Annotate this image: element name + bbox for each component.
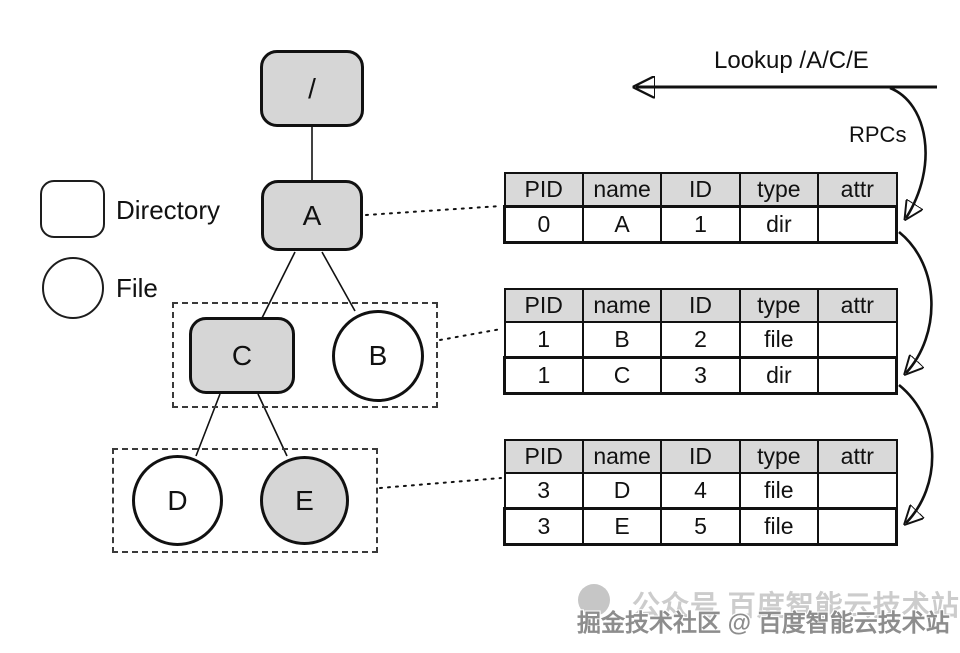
- table-cell: 3: [660, 356, 741, 395]
- legend-directory-label: Directory: [116, 195, 221, 225]
- table-cell: [817, 472, 898, 510]
- table-cell: 3: [503, 472, 584, 510]
- column-header: name: [581, 288, 663, 323]
- table-cell: 1: [502, 356, 584, 395]
- table-cell: C: [581, 356, 663, 395]
- column-header: ID: [660, 288, 741, 323]
- table-cell: E: [581, 507, 663, 546]
- table-cell: 5: [660, 507, 741, 546]
- table-cell: 1: [660, 205, 741, 244]
- table-cell: 3: [502, 507, 584, 546]
- tree-node-A: A: [261, 180, 363, 251]
- table-cell: [817, 356, 899, 395]
- table-cell: D: [581, 472, 663, 510]
- table-cell: 2: [660, 321, 741, 359]
- dashed-group-CB: [172, 302, 438, 408]
- legend-file-swatch: [42, 257, 104, 319]
- tree-node-label: B: [368, 340, 388, 371]
- watermark-back-text: 公众号 百度智能云技术站: [632, 590, 960, 621]
- table-cell: dir: [738, 205, 820, 244]
- rpcs-label: RPCs: [849, 122, 907, 147]
- lookup-path-label: Lookup /A/C/E: [714, 47, 869, 74]
- watermark-logo-icon: [578, 584, 610, 616]
- column-header: PID: [503, 288, 584, 323]
- table-cell: file: [738, 321, 820, 359]
- table-cell: 0: [502, 205, 584, 244]
- column-header: attr: [817, 288, 898, 323]
- legend-file-label: File: [116, 273, 158, 303]
- column-header: ID: [660, 439, 741, 474]
- rpc-curve-2: [898, 230, 933, 373]
- tree-node-label: E: [295, 484, 314, 516]
- column-header: name: [581, 439, 663, 474]
- tree-node-label: /: [308, 72, 316, 104]
- column-header: ID: [660, 172, 741, 208]
- table-cell: dir: [738, 356, 820, 395]
- tree-node-C: C: [189, 317, 295, 394]
- tree-node-label: A: [302, 199, 322, 231]
- table-cell: 1: [503, 321, 584, 359]
- rpc-curve-3: [898, 383, 934, 523]
- column-header: type: [738, 172, 820, 208]
- tree-node-label: C: [231, 339, 253, 371]
- table-cell: [817, 507, 899, 546]
- column-header: attr: [817, 439, 898, 474]
- table-cell: [817, 205, 899, 244]
- table-cell: A: [581, 205, 663, 244]
- dotted-link-A-table1: [365, 205, 502, 216]
- column-header: name: [581, 172, 663, 208]
- tree-node-D: D: [132, 455, 223, 546]
- column-header: type: [738, 439, 820, 474]
- dashed-group-DE: [112, 448, 378, 553]
- tree-node-root: /: [260, 50, 364, 127]
- table-cell: 4: [660, 472, 741, 510]
- legend-directory-swatch: [40, 180, 105, 238]
- tree-node-B: B: [332, 310, 424, 402]
- dotted-link-box1-table2: [439, 328, 502, 341]
- tree-node-label: D: [167, 484, 188, 516]
- table-cell: file: [738, 507, 820, 546]
- tree-node-E: E: [260, 456, 349, 545]
- column-header: PID: [503, 439, 584, 474]
- table-cell: [817, 321, 898, 359]
- column-header: PID: [503, 172, 584, 208]
- column-header: attr: [817, 172, 898, 208]
- column-header: type: [738, 288, 820, 323]
- table-cell: file: [738, 472, 820, 510]
- table-cell: B: [581, 321, 663, 359]
- dotted-link-box2-table3: [379, 477, 502, 489]
- watermark-front-text: 掘金技术社区 @ 百度智能云技术站: [577, 610, 950, 637]
